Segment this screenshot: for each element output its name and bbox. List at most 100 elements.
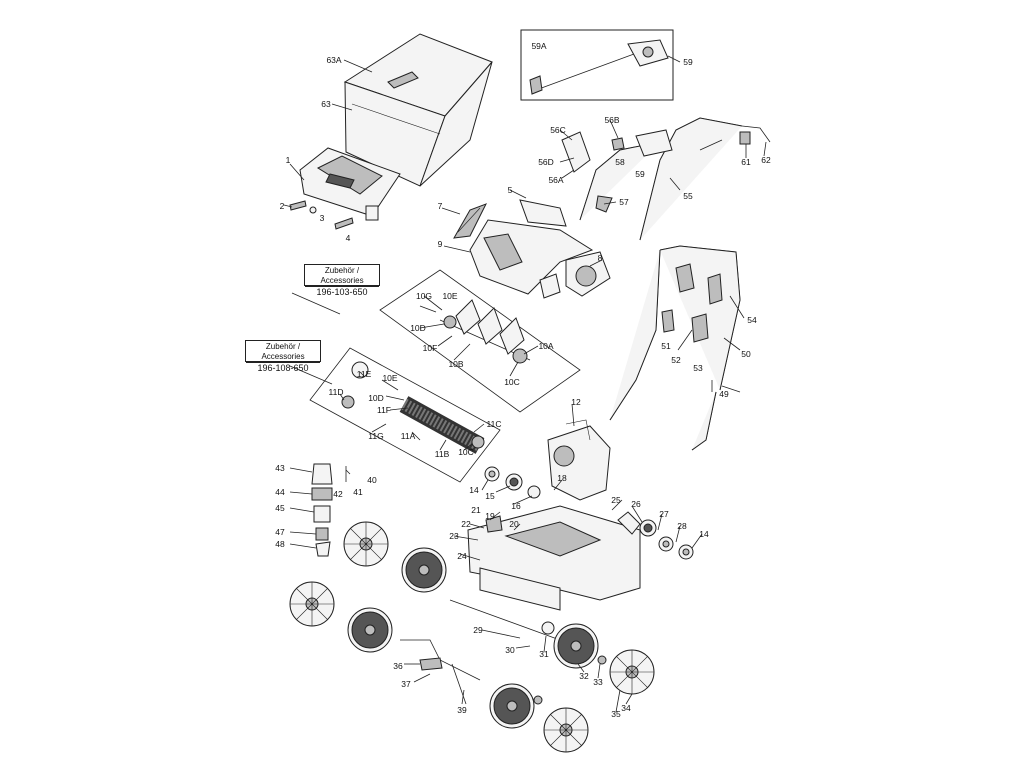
part-label: 7 (437, 200, 443, 211)
accessory-title: Zubehör / Accessories (320, 266, 364, 285)
part-label: 44 (275, 486, 285, 497)
wheel-spoked-3 (609, 649, 655, 695)
part-label: 28 (677, 520, 687, 531)
accessory-divider (305, 286, 379, 287)
part-label: 11C (486, 418, 502, 429)
part-label: 21 (471, 504, 481, 515)
part-label: 2 (279, 200, 285, 211)
drive-motor-12 (547, 419, 611, 501)
part-label: 19 (485, 510, 495, 521)
tine-roller-10 (379, 269, 581, 413)
accessory-number: 196-108-650 (257, 363, 309, 373)
part-label: 37 (401, 678, 411, 689)
part-label: 58 (615, 156, 625, 167)
part-label: 63 (321, 98, 331, 109)
leader-lines (289, 55, 767, 713)
part-label: 10G (415, 290, 433, 301)
part-label: 50 (741, 348, 751, 359)
part-label: 51 (661, 340, 671, 351)
part-label: 36 (393, 660, 403, 671)
part-label: 61 (741, 156, 751, 167)
part-label: 22 (461, 518, 471, 529)
part-label: 55 (683, 190, 693, 201)
wheels (289, 521, 655, 753)
part-label: 27 (659, 508, 669, 519)
accessory-box-roller-10: Zubehör / Accessories 196-103-650 (304, 264, 380, 297)
scarifier-roller-11 (309, 347, 501, 483)
part-label: 57 (619, 196, 629, 207)
rear-flap (299, 147, 401, 221)
part-label: 52 (671, 354, 681, 365)
wheel-treaded-2 (347, 607, 393, 653)
part-label: 40 (367, 474, 377, 485)
part-label: 53 (693, 362, 703, 373)
part-label: 11G (368, 430, 384, 441)
axles (400, 621, 607, 705)
part-label: 10C (458, 446, 474, 457)
part-label: 56C (550, 124, 566, 135)
wheel-treaded-4 (489, 683, 535, 729)
part-label: 41 (353, 486, 363, 497)
part-label: 34 (621, 702, 631, 713)
part-label: 29 (473, 624, 483, 635)
part-label: 39 (457, 704, 467, 715)
wheel-spoked-4 (543, 707, 589, 753)
part-label: 5 (507, 184, 513, 195)
part-label: 14 (699, 528, 709, 539)
part-label: 30 (505, 644, 515, 655)
part-label: 15 (485, 490, 495, 501)
part-label: 16 (511, 500, 521, 511)
part-label: 42 (333, 488, 343, 499)
part-label: 31 (539, 648, 549, 659)
height-adjuster (311, 463, 347, 557)
part-label: 11F (376, 404, 392, 415)
part-label: 18 (557, 472, 567, 483)
part-label: 56D (538, 156, 554, 167)
part-label: 26 (631, 498, 641, 509)
part-label: 32 (579, 670, 589, 681)
part-label: 24 (457, 550, 467, 561)
part-label: 3 (319, 212, 325, 223)
part-label: 45 (275, 502, 285, 513)
accessory-box-roller-11: Zubehör / Accessories 196-108-650 (245, 340, 321, 373)
part-label: 59 (635, 168, 645, 179)
part-label: 9 (437, 238, 443, 249)
part-label: 59 (683, 56, 693, 67)
wheel-spoked-2 (289, 581, 335, 627)
part-label: 8 (597, 252, 603, 263)
part-label: 10A (538, 340, 554, 351)
chassis-deck (449, 505, 641, 641)
part-label: 63A (326, 54, 342, 65)
part-label: 14 (469, 484, 479, 495)
part-label: 62 (761, 154, 771, 165)
part-label: 54 (747, 314, 757, 325)
part-label: 11D (328, 386, 344, 397)
part-label: 10D (410, 322, 426, 333)
accessory-divider (246, 362, 320, 363)
part-label: 33 (593, 676, 603, 687)
wheel-spoked-1 (343, 521, 389, 567)
motor-cover (453, 199, 611, 299)
accessory-number: 196-103-650 (316, 287, 368, 297)
part-label: 11B (434, 448, 450, 459)
part-label: 48 (275, 538, 285, 549)
part-label: 23 (449, 530, 459, 541)
part-label: 20 (509, 518, 519, 529)
part-label: 10D (368, 392, 384, 403)
part-label: 35 (611, 708, 621, 719)
handle-assembly (561, 117, 771, 451)
part-label: 56A (548, 174, 564, 185)
part-label: 10F (422, 342, 438, 353)
part-label: 10E (442, 290, 458, 301)
part-label: 47 (275, 526, 285, 537)
part-label: 25 (611, 494, 621, 505)
part-label: 11A (400, 430, 416, 441)
part-label: 10B (448, 358, 464, 369)
part-label: 10C (504, 376, 520, 387)
accessory-title: Zubehör / Accessories (261, 342, 305, 361)
grass-catcher (343, 33, 493, 187)
part-label: 10E (382, 372, 398, 383)
part-label: 59A (531, 40, 547, 51)
